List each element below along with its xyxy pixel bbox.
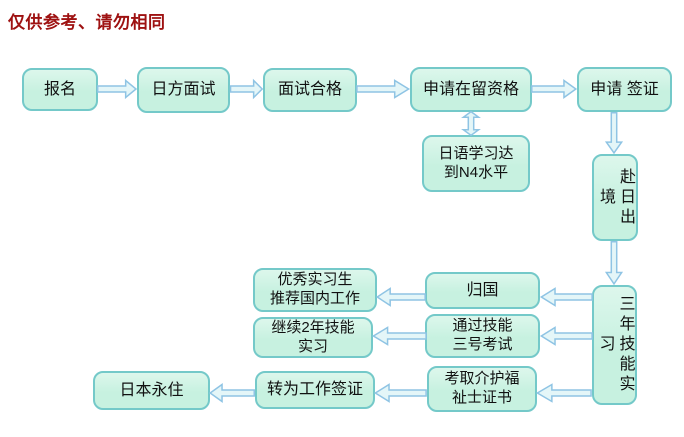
node-signup: 报名 — [22, 68, 98, 111]
arrow-signup-to-japan-interview — [97, 79, 137, 99]
arrow-work-visa-to-permanent-residence — [209, 383, 255, 403]
node-return-home: 归国 — [425, 272, 540, 309]
arrow-pass-skill-exam-to-continue-training — [372, 326, 427, 346]
node-japan-interview: 日方面试 — [137, 67, 230, 113]
node-interview-pass: 面试合格 — [263, 68, 357, 112]
node-recommend-job: 优秀实习生 推荐国内工作 — [253, 268, 377, 312]
node-continue-training: 继续2年技能 实习 — [253, 317, 373, 358]
node-caregiver-cert: 考取介护福 祉士证书 — [427, 366, 537, 412]
node-apply-visa: 申请 签证 — [577, 67, 672, 112]
arrow-apply-residence-to-japanese-n4 — [462, 111, 480, 136]
arrow-return-home-to-recommend-job — [376, 287, 426, 307]
arrow-apply-residence-to-apply-visa — [531, 79, 577, 99]
arrow-depart-japan-to-three-year-training — [605, 241, 623, 285]
node-pass-skill-exam: 通过技能 三号考试 — [425, 314, 540, 358]
node-apply-residence: 申请在留资格 — [410, 67, 532, 112]
node-permanent-residence: 日本永住 — [93, 371, 210, 410]
node-three-year-training: 三年技能实习 — [592, 285, 637, 405]
arrow-interview-pass-to-apply-residence — [356, 79, 410, 99]
arrow-apply-visa-to-depart-japan — [605, 112, 623, 154]
arrow-three-year-training-to-pass-skill-exam — [540, 326, 593, 346]
arrow-japan-interview-to-interview-pass — [230, 79, 263, 99]
node-work-visa: 转为工作签证 — [255, 371, 375, 409]
node-japanese-n4: 日语学习达 到N4水平 — [422, 135, 530, 192]
node-depart-japan: 赴日出境 — [592, 154, 638, 241]
arrow-caregiver-cert-to-work-visa — [374, 383, 427, 403]
arrow-three-year-training-to-return-home — [540, 287, 593, 307]
arrow-three-year-training-to-caregiver-cert — [536, 383, 592, 403]
page-title: 仅供参考、请勿相同 — [8, 13, 166, 32]
